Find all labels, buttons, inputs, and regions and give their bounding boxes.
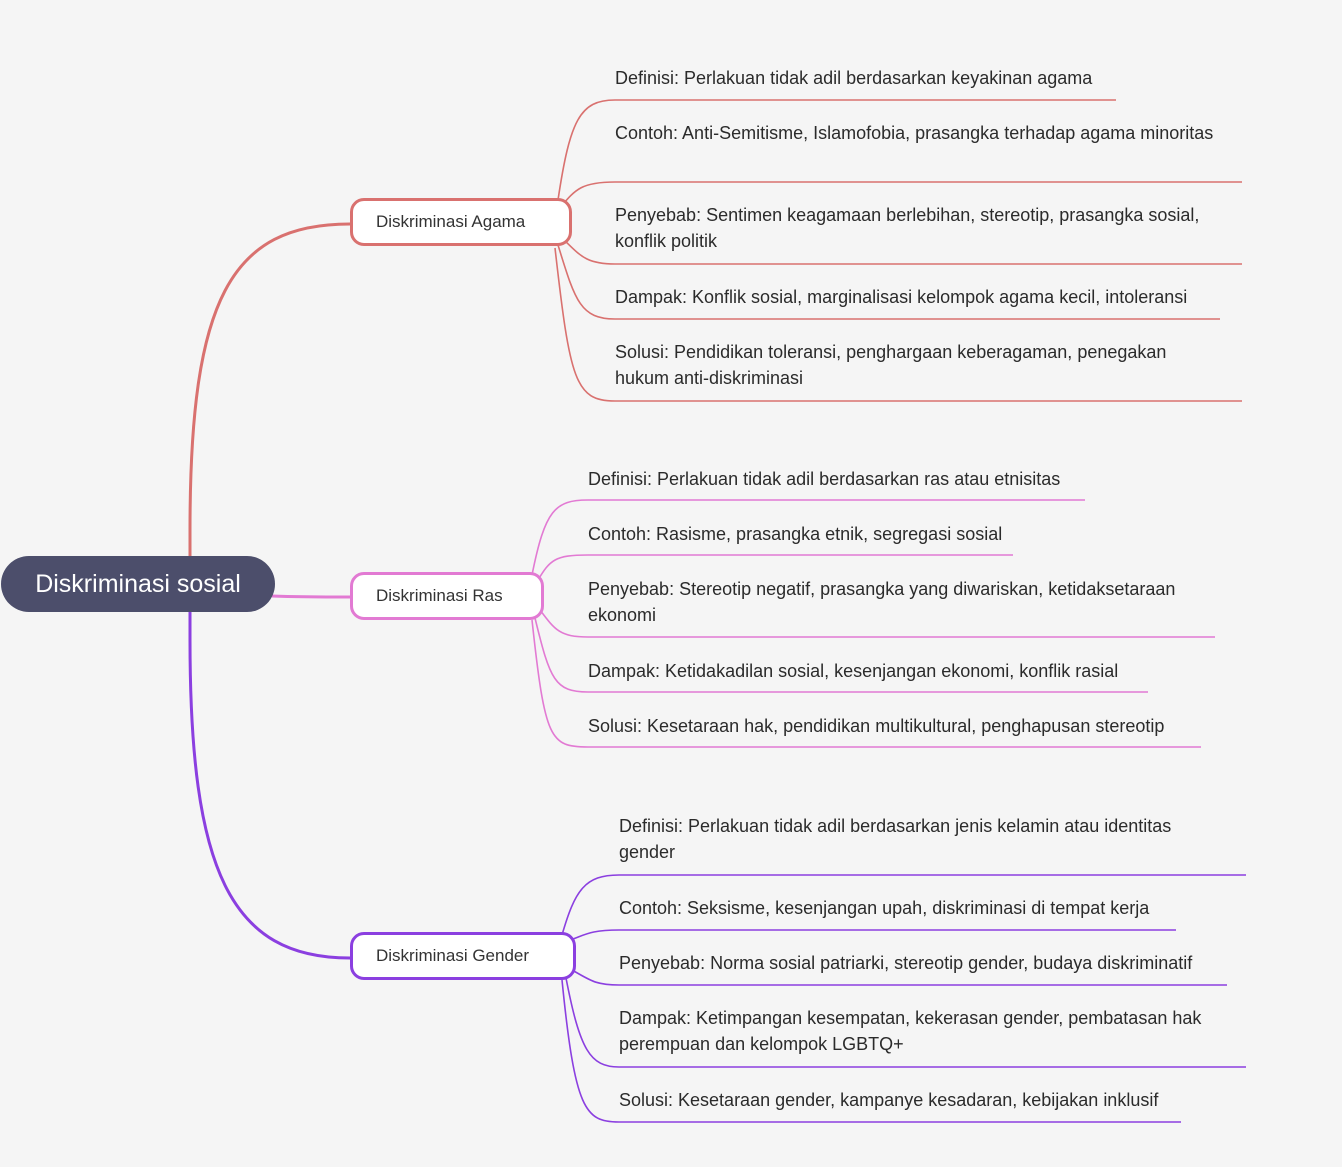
connector-root-gender — [188, 612, 351, 960]
connector-root-agama — [188, 222, 351, 556]
leaf-agama-solusi[interactable]: Solusi: Pendidikan toleransi, penghargaa… — [615, 342, 1167, 388]
leaf-ras-solusi[interactable]: Solusi: Kesetaraan hak, pendidikan multi… — [588, 716, 1165, 736]
leaf-agama-penyebab[interactable]: Penyebab: Sentimen keagamaan berlebihan,… — [615, 205, 1200, 251]
leaf-gender-penyebab[interactable]: Penyebab: Norma sosial patriarki, stereo… — [619, 953, 1193, 973]
gender-leaf-connectors — [561, 874, 1246, 1123]
leaf-gender-contoh[interactable]: Contoh: Seksisme, kesenjangan upah, disk… — [619, 898, 1150, 918]
leaf-gender-solusi[interactable]: Solusi: Kesetaraan gender, kampanye kesa… — [619, 1090, 1159, 1110]
ras-leaf-connectors — [531, 499, 1215, 748]
leaf-agama-definisi[interactable]: Definisi: Perlakuan tidak adil berdasark… — [615, 68, 1093, 88]
leaf-ras-definisi[interactable]: Definisi: Perlakuan tidak adil berdasark… — [588, 469, 1061, 489]
leaf-ras-contoh[interactable]: Contoh: Rasisme, prasangka etnik, segreg… — [588, 524, 1003, 544]
connector-root-ras — [271, 594, 351, 599]
leaf-gender-dampak[interactable]: Dampak: Ketimpangan kesempatan, kekerasa… — [619, 1008, 1202, 1054]
branch-node-gender[interactable]: Diskriminasi Gender — [350, 932, 576, 980]
leaf-ras-penyebab[interactable]: Penyebab: Stereotip negatif, prasangka y… — [588, 579, 1176, 625]
root-node[interactable]: Diskriminasi sosial — [1, 556, 275, 612]
leaf-agama-dampak[interactable]: Dampak: Konflik sosial, marginalisasi ke… — [615, 287, 1188, 307]
leaf-agama-contoh[interactable]: Contoh: Anti-Semitisme, Islamofobia, pra… — [615, 123, 1214, 143]
leaf-gender-definisi[interactable]: Definisi: Perlakuan tidak adil berdasark… — [619, 816, 1172, 862]
leaf-ras-dampak[interactable]: Dampak: Ketidakadilan sosial, kesenjanga… — [588, 661, 1119, 681]
branch-node-agama[interactable]: Diskriminasi Agama — [350, 198, 572, 246]
branch-node-ras[interactable]: Diskriminasi Ras — [350, 572, 544, 620]
